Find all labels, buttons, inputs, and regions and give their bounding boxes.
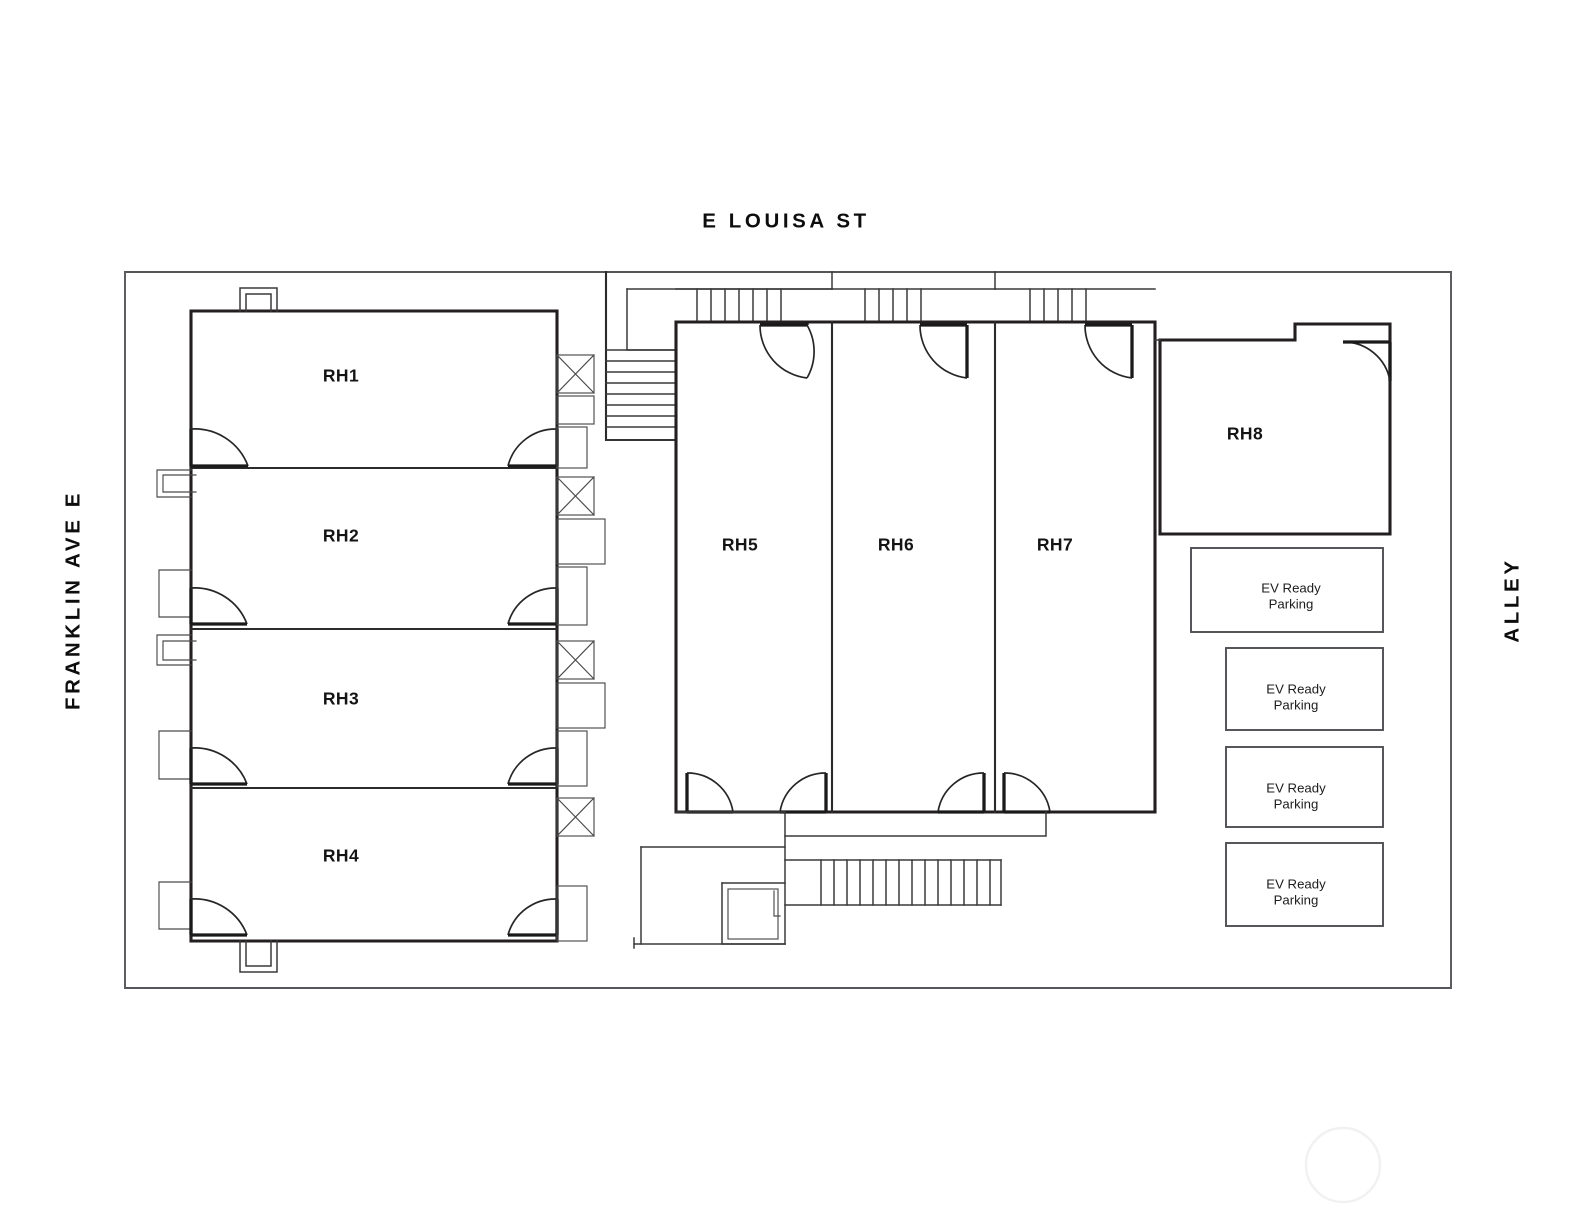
door-rh1-east: [507, 428, 559, 468]
door-rh4-west: [189, 898, 248, 937]
watermark-circle-icon: [1304, 1126, 1382, 1204]
parking-stall-4-label-line2: Parking: [1274, 892, 1319, 907]
parking-stall-2[interactable]: EV Ready Parking: [1225, 647, 1384, 731]
unit-label-rh6: RH6: [878, 535, 914, 555]
south-court-rear-stairs: [633, 811, 1047, 949]
door-rh5-north: [759, 322, 815, 379]
stair-rh6-entry: [831, 271, 996, 323]
unit-rh8-shell: [1154, 322, 1392, 536]
door-rh1-west: [189, 428, 249, 468]
door-rh7-south: [1002, 772, 1051, 814]
parking-stall-3[interactable]: EV Ready Parking: [1225, 746, 1384, 828]
parking-stall-1[interactable]: EV Ready Parking: [1190, 547, 1384, 633]
street-label-east: ALLEY: [1500, 557, 1523, 642]
parking-stall-2-label-line1: EV Ready: [1266, 681, 1326, 696]
unit-label-rh8: RH8: [1227, 424, 1263, 444]
parking-stall-4-label-line1: EV Ready: [1266, 876, 1326, 891]
ev-parking-area: EV Ready Parking EV Ready Parking EV Rea…: [1190, 547, 1384, 927]
stair-run-rear: [784, 859, 1002, 906]
service-equipment-rh4: [556, 797, 595, 942]
parking-stall-1-label-line1: EV Ready: [1261, 580, 1321, 595]
stair-run-west: [605, 349, 677, 441]
door-rh3-west: [189, 747, 248, 786]
street-labels: E LOUISA ST FRANKLIN AVE E ALLEY: [61, 209, 1523, 710]
bay-window-rh1: [239, 287, 278, 312]
lot-boundary: [124, 271, 1452, 989]
stair-rh5-entry: [675, 288, 833, 323]
unit-labels: RH1 RH2 RH3 RH4 RH5 RH6 RH7 RH8: [323, 366, 1263, 866]
unit-label-rh5: RH5: [722, 535, 758, 555]
parking-stall-2-label-line2: Parking: [1274, 697, 1319, 712]
door-rh5-south-b: [779, 772, 828, 814]
unit-label-rh7: RH7: [1037, 535, 1073, 555]
central-court-north-stairs: [604, 270, 1156, 442]
west-rowhouse-block: [156, 287, 606, 973]
unit-label-rh3: RH3: [323, 689, 359, 709]
unit-label-rh2: RH2: [323, 526, 359, 546]
door-rh2-east: [507, 587, 559, 626]
street-label-west: FRANKLIN AVE E: [61, 490, 84, 710]
service-equipment-rh3: [556, 640, 606, 787]
door-rh8-north: [1342, 340, 1392, 382]
door-rh2-west: [189, 587, 248, 626]
parking-stall-3-label-line1: EV Ready: [1266, 780, 1326, 795]
unit-label-rh1: RH1: [323, 366, 359, 386]
door-rh6-north: [919, 323, 969, 379]
west-entry-stoops: [156, 469, 197, 930]
center-rowhouse-block: [674, 320, 1157, 814]
street-label-north: E LOUISA ST: [702, 209, 870, 232]
door-rh5-south: [685, 772, 734, 814]
door-rh7-north: [1084, 323, 1134, 379]
service-equipment-rh1: [556, 354, 595, 469]
parking-stall-4[interactable]: EV Ready Parking: [1225, 842, 1384, 927]
door-rh6-south: [937, 772, 986, 814]
door-rh3-east: [507, 747, 559, 786]
parking-stall-3-label-line2: Parking: [1274, 796, 1319, 811]
stair-rh7-entry: [994, 271, 1156, 323]
bay-window-rh4: [239, 940, 278, 973]
service-equipment-rh2: [556, 476, 606, 626]
parking-stall-1-label-line2: Parking: [1269, 596, 1314, 611]
door-rh4-east: [507, 898, 559, 937]
trash-enclosure: [721, 882, 786, 945]
unit-label-rh4: RH4: [323, 846, 359, 866]
